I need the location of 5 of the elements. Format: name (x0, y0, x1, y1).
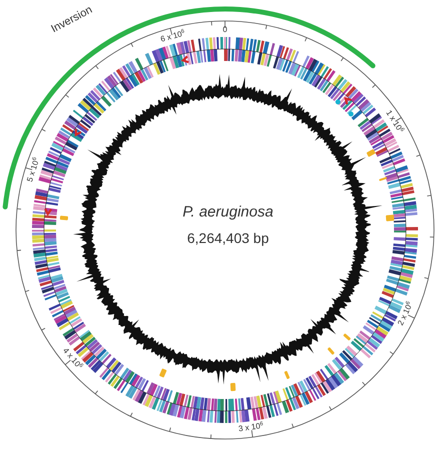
scale-label: 0 (222, 26, 228, 34)
organism-name: P. aeruginosa (182, 204, 274, 220)
scale-label: 3 x 10$^{6}$ (238, 422, 264, 434)
scale-label: 6 x 10$^{6}$ (159, 30, 186, 44)
genome-size-label: 6,264,403 bp (187, 231, 269, 245)
